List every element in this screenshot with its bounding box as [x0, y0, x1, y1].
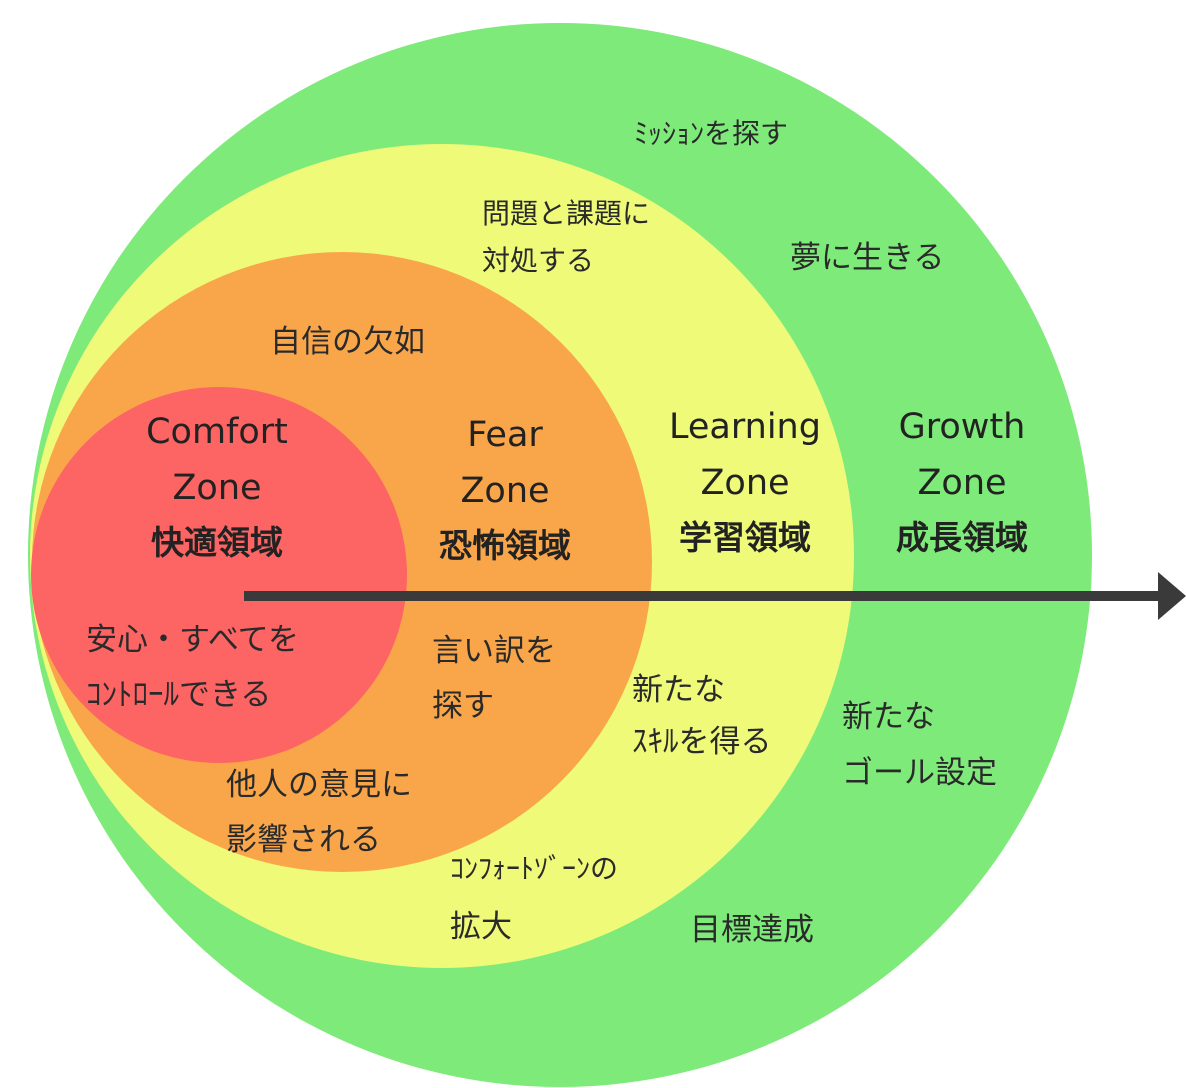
progress-arrow-head — [1158, 572, 1186, 620]
label-lack-confidence: 自信の欠如 — [270, 324, 425, 360]
label-expand-comfort-line-1: ｺﾝﾌｫｰﾄｿﾞｰﾝの — [450, 852, 618, 885]
label-new-goals-line-1: 新たな — [842, 699, 935, 735]
growth-zone-title-en-2: Zone — [917, 463, 1006, 503]
label-new-skills-line-2: ｽｷﾙを得る — [632, 724, 772, 760]
growth-zone-title-en-1: Growth — [899, 407, 1026, 447]
label-excuses-line-2: 探す — [432, 688, 494, 724]
comfort-zone-title-jp: 快適領域 — [151, 523, 283, 562]
learning-zone-title-en-1: Learning — [669, 407, 821, 447]
fear-zone-title-en-1: Fear — [467, 415, 543, 455]
label-problems-line-2: 対処する — [482, 244, 594, 277]
label-others-opinion-line-1: 他人の意見に — [226, 767, 412, 803]
label-comfort-desc-line-1: 安心・すべてを — [86, 622, 299, 658]
comfort-zone-circle — [31, 387, 407, 763]
label-goal-achieved: 目標達成 — [690, 912, 814, 948]
comfort-zone-title-en-1: Comfort — [146, 412, 288, 452]
fear-zone-title-en-2: Zone — [460, 471, 549, 511]
label-expand-comfort-line-2: 拡大 — [450, 909, 512, 945]
label-new-skills-line-1: 新たな — [632, 672, 725, 708]
label-others-opinion-line-2: 影響される — [226, 822, 381, 858]
label-new-goals-line-2: ゴール設定 — [842, 755, 997, 791]
learning-zone-title-en-2: Zone — [700, 463, 789, 503]
comfort-zone-title-en-2: Zone — [172, 468, 261, 508]
label-mission: ﾐｯｼｮﾝを探す — [634, 117, 788, 150]
fear-zone-title-jp: 恐怖領域 — [439, 526, 571, 565]
label-excuses-line-1: 言い訳を — [432, 633, 556, 669]
learning-zone-title-jp: 学習領域 — [679, 518, 811, 557]
label-problems-line-1: 問題と課題に — [482, 197, 650, 230]
label-comfort-desc-line-2: ｺﾝﾄﾛｰﾙできる — [86, 677, 271, 713]
growth-zone-title-jp: 成長領域 — [896, 518, 1028, 557]
label-dream: 夢に生きる — [790, 240, 944, 276]
